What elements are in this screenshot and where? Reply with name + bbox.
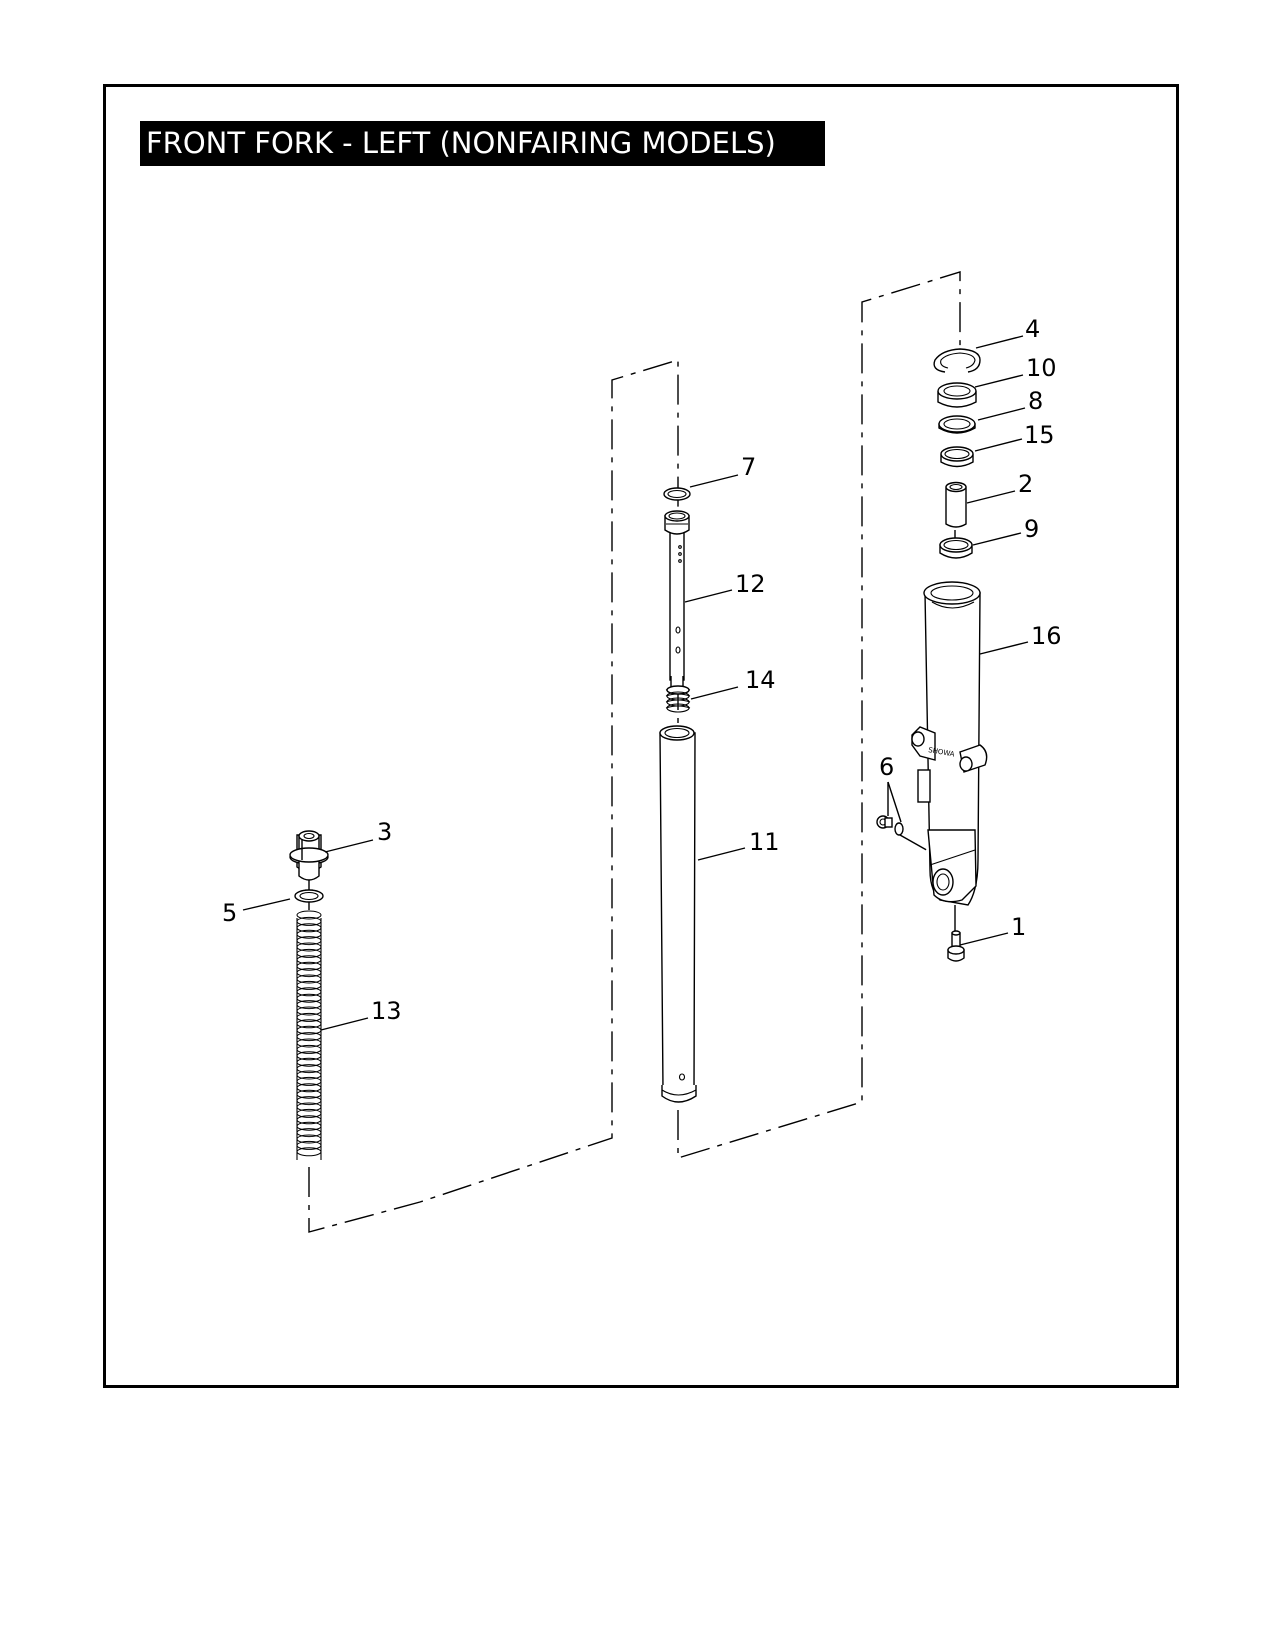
spring-coil (296, 916, 322, 926)
callout-14: 14 (745, 666, 776, 694)
part-14-rebound-spring (665, 685, 691, 713)
part-12-damper-tube (664, 510, 690, 693)
spring-coil (296, 910, 322, 920)
callout-9: 9 (1024, 515, 1039, 543)
spring-coil (296, 1057, 322, 1067)
part-8-spacer-washer (938, 415, 976, 434)
spring-coil (296, 1096, 322, 1106)
spring-coil (296, 1102, 322, 1112)
callout-1: 1 (1011, 913, 1026, 941)
part-6-drain-screw-washer (876, 815, 904, 836)
part-16-fork-slider: SHOWA (911, 581, 988, 906)
assembly-centerlines (308, 271, 961, 1233)
part-15-bushing (940, 446, 974, 468)
spring-coil (296, 1070, 322, 1080)
spring-coil (296, 1128, 322, 1138)
part-3-fork-cap (289, 830, 329, 881)
spring-coil (296, 948, 322, 958)
callout-7: 7 (741, 453, 756, 481)
callout-16: 16 (1031, 622, 1062, 650)
spring-coil (296, 1032, 322, 1042)
spring-coil (296, 968, 322, 978)
spring-coil (296, 1019, 322, 1029)
spring-coil (296, 1051, 322, 1061)
callout-12: 12 (735, 570, 766, 598)
diagram-border (103, 84, 1179, 1388)
spring-coil (296, 987, 322, 997)
callout-10: 10 (1026, 354, 1057, 382)
part-1-damper-tube-bolt (947, 930, 965, 962)
spring-coil (296, 1108, 322, 1118)
callout-labels: 1 2 3 4 5 6 7 8 9 10 11 12 13 14 15 16 (222, 315, 1062, 1025)
part-5-o-ring (294, 889, 324, 903)
spring-coil (296, 1089, 322, 1099)
part-9-lower-bushing (939, 537, 973, 559)
callout-11: 11 (749, 828, 780, 856)
spring-coil (296, 993, 322, 1003)
part-13-fork-spring (296, 910, 322, 1160)
callout-5: 5 (222, 899, 237, 927)
part-11-fork-tube (659, 725, 697, 1103)
callout-3: 3 (377, 818, 392, 846)
spring-coil (296, 1083, 322, 1093)
spring-coil (296, 1147, 322, 1157)
spring-coil (296, 1044, 322, 1054)
spring-coil (296, 1006, 322, 1016)
spring-coil (296, 980, 322, 990)
callout-4: 4 (1025, 315, 1040, 343)
callout-leaders (242, 335, 1029, 1031)
spring-coil (296, 974, 322, 984)
spring-coil (296, 1025, 322, 1035)
spring-coil (296, 1012, 322, 1022)
part-2-oil-lock-piece (945, 481, 967, 528)
spring-coil (296, 1140, 322, 1150)
callout-2: 2 (1018, 470, 1033, 498)
spring-coil (296, 942, 322, 952)
spring-coil (296, 1121, 322, 1131)
spring-coil (296, 923, 322, 933)
part-7-retaining-ring (663, 487, 691, 501)
spring-coil (296, 929, 322, 939)
callout-6: 6 (879, 753, 894, 781)
spring-coil (296, 1076, 322, 1086)
part-10-oil-seal (937, 382, 977, 408)
spring-coil (296, 1134, 322, 1144)
spring-coil (296, 936, 322, 946)
spring-coil (296, 1115, 322, 1125)
callout-15: 15 (1024, 421, 1055, 449)
callout-8: 8 (1028, 387, 1043, 415)
page-title: FRONT FORK - LEFT (NONFAIRING MODELS) (140, 121, 825, 166)
spring-coil (296, 1000, 322, 1010)
part-4-retaining-ring (933, 348, 981, 373)
spring-coil (296, 1064, 322, 1074)
callout-13: 13 (371, 997, 402, 1025)
spring-coil (296, 1038, 322, 1048)
spring-coil (296, 955, 322, 965)
spring-coil (296, 961, 322, 971)
